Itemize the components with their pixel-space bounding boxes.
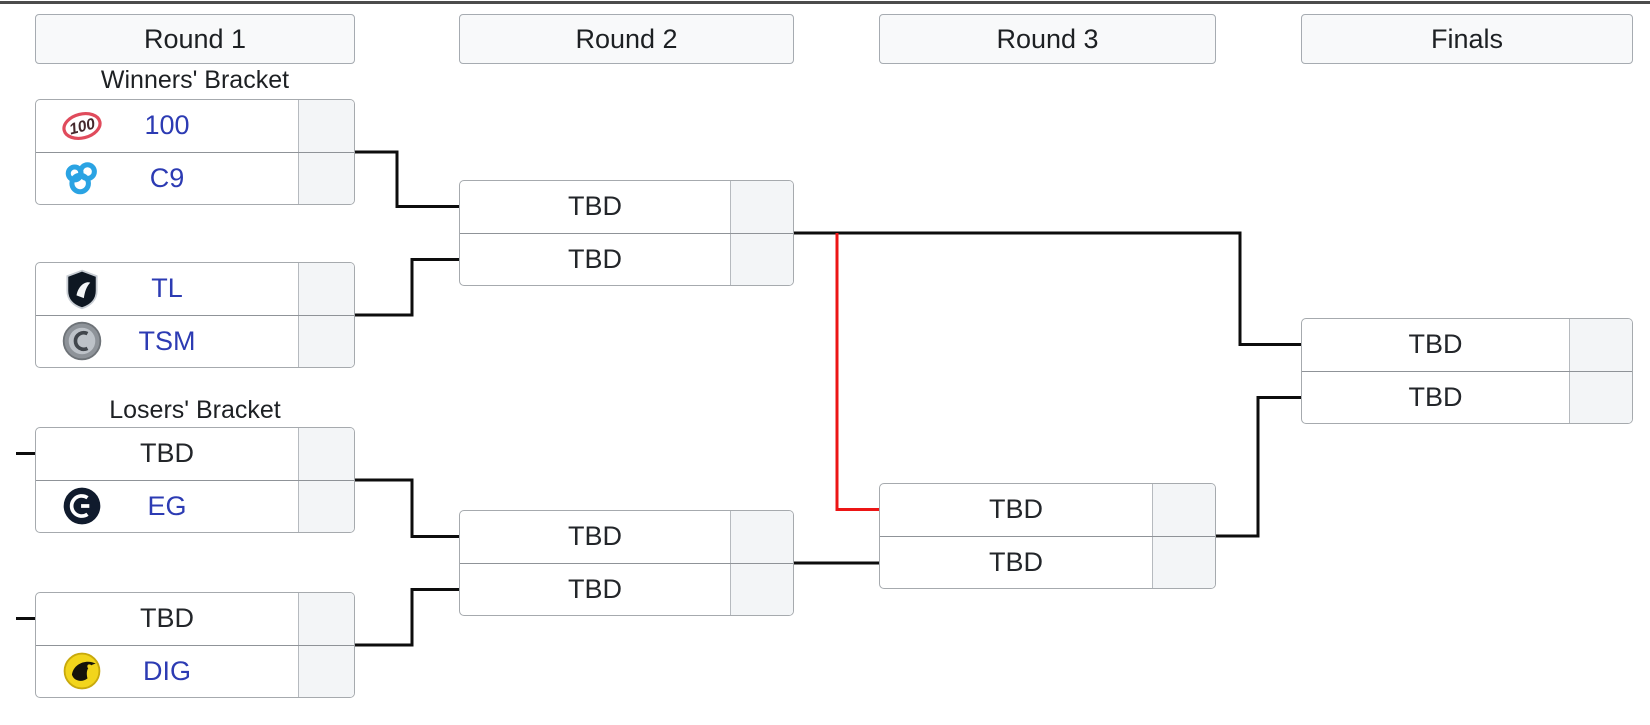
team-tbd: TBD (568, 521, 622, 552)
connector-r3-to-finals-bottom (1216, 396, 1301, 538)
match-r3: TBD TBD (879, 483, 1216, 589)
score-cell (730, 181, 793, 233)
team-tbd: TBD (140, 603, 194, 634)
match-slot: TBD (880, 535, 1215, 589)
match-slot: TBD (36, 593, 354, 645)
match-wb-r1-m1: 100 100 C9 (35, 99, 355, 205)
team-tbd: TBD (1408, 329, 1463, 360)
match-slot: 100 100 (36, 100, 354, 152)
round-header-finals: Finals (1301, 14, 1633, 64)
match-lb-r1-m2: TBD DIG (35, 592, 355, 698)
winners-bracket-label: Winners' Bracket (100, 66, 290, 94)
connector-lb2-to-lbr2-bottom (355, 588, 459, 647)
match-slot: TBD (460, 232, 793, 286)
round-header-3-label: Round 3 (996, 23, 1099, 54)
match-slot: TBD (36, 428, 354, 480)
score-cell (298, 315, 354, 367)
score-cell (298, 263, 354, 315)
team-cell: TBD (460, 511, 730, 563)
dignitas-logo-icon (60, 649, 104, 693)
match-slot: TBD (880, 484, 1215, 536)
team-cell: TBD (1302, 372, 1569, 424)
match-slot: TBD (460, 562, 793, 616)
cloud9-logo-icon (60, 156, 104, 200)
team-link-100[interactable]: 100 (144, 110, 190, 141)
score-cell (730, 233, 793, 285)
score-cell (298, 645, 354, 697)
team-cell: TBD (460, 234, 730, 286)
losers-bracket-label: Losers' Bracket (109, 396, 281, 424)
top-rule (0, 1, 1650, 4)
match-wb-r2: TBD TBD (459, 180, 794, 286)
team-liquid-logo-icon (60, 267, 104, 311)
match-wb-r1-m2: TL TSM (35, 262, 355, 368)
team-link-tsm[interactable]: TSM (138, 325, 196, 356)
connector-wbr2-to-finals-top (794, 231, 1301, 346)
round-header-finals-label: Finals (1430, 23, 1504, 54)
connector-wb2-to-r2-bottom (355, 258, 459, 317)
score-cell (1569, 371, 1632, 423)
team-tbd: TBD (140, 438, 194, 469)
team-cell: TBD (880, 484, 1152, 536)
round-header-2-label: Round 2 (575, 23, 678, 54)
team-cell: TBD (36, 593, 298, 645)
match-slot: TL (36, 263, 354, 315)
round-header-1-label: Round 1 (143, 23, 247, 54)
round-header-2: Round 2 (459, 14, 794, 64)
match-slot: TBD (1302, 370, 1632, 424)
connector-wb1-to-r2-top (355, 150, 459, 208)
team-cell: TBD (460, 181, 730, 233)
match-slot: TBD (1302, 319, 1632, 371)
team-cell: TBD (460, 564, 730, 616)
svg-text:100: 100 (68, 115, 98, 138)
team-tbd: TBD (989, 494, 1043, 525)
team-cell: TSM (36, 316, 298, 368)
team-cell: C9 (36, 153, 298, 205)
team-link-dig[interactable]: DIG (142, 655, 191, 686)
team-cell: 100 100 (36, 100, 298, 152)
score-cell (1569, 319, 1632, 371)
score-cell (298, 480, 354, 532)
connector-lb1-to-lbr2-top (355, 478, 459, 538)
score-cell (298, 428, 354, 480)
match-slot: DIG (36, 644, 354, 698)
connector-winners-drop-red (835, 233, 879, 511)
match-lb-r2: TBD TBD (459, 510, 794, 616)
team-tbd: TBD (989, 546, 1043, 577)
round-header-3: Round 3 (879, 14, 1216, 64)
score-cell (1152, 484, 1215, 536)
match-slot: EG (36, 479, 354, 533)
score-cell (730, 563, 793, 615)
score-cell (730, 511, 793, 563)
100-thieves-logo-icon: 100 (60, 104, 104, 148)
team-tbd: TBD (568, 243, 622, 274)
team-tbd: TBD (568, 191, 622, 222)
team-tbd: TBD (1408, 381, 1463, 412)
round-header-1: Round 1 (35, 14, 355, 64)
score-cell (298, 152, 354, 204)
match-lb-r1-m1: TBD EG (35, 427, 355, 533)
team-cell: DIG (36, 646, 298, 698)
team-cell: TBD (880, 537, 1152, 589)
team-link-tl[interactable]: TL (151, 273, 183, 304)
match-slot: TBD (460, 511, 793, 563)
tsm-logo-icon (60, 319, 104, 363)
match-slot: TBD (460, 181, 793, 233)
team-cell: TBD (1302, 319, 1569, 371)
score-cell (298, 100, 354, 152)
team-link-c9[interactable]: C9 (149, 162, 185, 193)
team-cell: TBD (36, 428, 298, 480)
score-cell (298, 593, 354, 645)
match-finals: TBD TBD (1301, 318, 1633, 424)
match-slot: TSM (36, 314, 354, 368)
team-tbd: TBD (568, 573, 622, 604)
evil-geniuses-logo-icon (60, 484, 104, 528)
team-cell: TL (36, 263, 298, 315)
team-link-eg[interactable]: EG (147, 490, 187, 521)
score-cell (1152, 536, 1215, 588)
match-slot: C9 (36, 151, 354, 205)
team-cell: EG (36, 481, 298, 533)
